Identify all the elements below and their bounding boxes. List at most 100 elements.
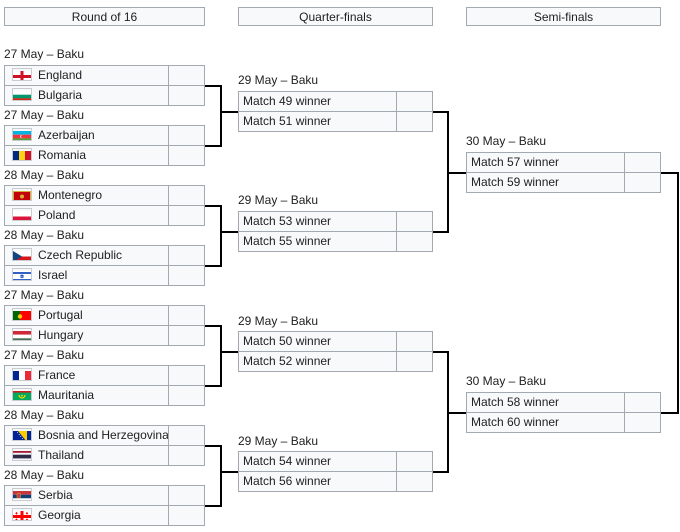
sf-team-name-cell[interactable]: Match 57 winner bbox=[467, 153, 625, 172]
qf-team-row[interactable]: Match 52 winner bbox=[238, 351, 433, 372]
team-name: Match 59 winner bbox=[471, 175, 560, 189]
r16-match-date-label: 28 May – Baku bbox=[4, 408, 85, 422]
bulgaria-flag-icon bbox=[12, 88, 32, 101]
qf-team-name-cell[interactable]: Match 50 winner bbox=[239, 332, 397, 351]
r16-team-row[interactable]: Portugal bbox=[4, 305, 205, 326]
r16-team-name-cell[interactable]: Azerbaijan bbox=[5, 126, 169, 145]
r16-team-name-cell[interactable]: Czech Republic bbox=[5, 246, 169, 265]
r16-team-row[interactable]: England bbox=[4, 65, 205, 86]
qf-team-name-cell[interactable]: Match 56 winner bbox=[239, 472, 397, 491]
sf-team-row[interactable]: Match 59 winner bbox=[466, 172, 661, 193]
r16-team-name-cell[interactable]: Georgia bbox=[5, 506, 169, 525]
r16-team-name-cell[interactable]: Mauritania bbox=[5, 386, 169, 405]
r16-team-name-cell[interactable]: Portugal bbox=[5, 306, 169, 325]
connector-line bbox=[220, 231, 238, 233]
r16-team-row[interactable]: Hungary bbox=[4, 325, 205, 346]
qf-match-date-label: 29 May – Baku bbox=[238, 193, 319, 207]
r16-team-name-cell[interactable]: Montenegro bbox=[5, 186, 169, 205]
qf-team-row[interactable]: Match 50 winner bbox=[238, 331, 433, 352]
qf-match-date-label: 29 May – Baku bbox=[238, 434, 319, 448]
r16-score-cell bbox=[169, 66, 204, 85]
czech-flag-icon bbox=[12, 248, 32, 261]
qf-team-row[interactable]: Match 54 winner bbox=[238, 451, 433, 472]
qf-team-name-cell[interactable]: Match 51 winner bbox=[239, 112, 397, 131]
connector-line bbox=[205, 205, 220, 207]
qf-team-name-cell[interactable]: Match 53 winner bbox=[239, 212, 397, 231]
sf-team-name-cell[interactable]: Match 58 winner bbox=[467, 393, 625, 412]
bosnia-flag-icon bbox=[12, 428, 32, 441]
team-name: Bosnia and Herzegovina bbox=[38, 428, 169, 442]
r16-team-row[interactable]: Serbia bbox=[4, 485, 205, 506]
team-name: Match 55 winner bbox=[243, 234, 332, 248]
team-name: Match 60 winner bbox=[471, 415, 560, 429]
r16-team-row[interactable]: Georgia bbox=[4, 505, 205, 526]
hungary-flag-icon bbox=[12, 328, 32, 341]
qf-team-row[interactable]: Match 53 winner bbox=[238, 211, 433, 232]
connector-line bbox=[205, 145, 220, 147]
team-name: Match 54 winner bbox=[243, 454, 332, 468]
qf-team-name-cell[interactable]: Match 54 winner bbox=[239, 452, 397, 471]
r16-team-name-cell[interactable]: Bulgaria bbox=[5, 86, 169, 105]
r16-team-name-cell[interactable]: Serbia bbox=[5, 486, 169, 505]
connector-line bbox=[447, 172, 466, 174]
israel-flag-icon bbox=[12, 268, 32, 281]
connector-line bbox=[677, 172, 679, 414]
qf-score-cell bbox=[397, 452, 432, 471]
r16-score-cell bbox=[169, 126, 204, 145]
qf-match-date-label: 29 May – Baku bbox=[238, 73, 319, 87]
r16-team-row[interactable]: Azerbaijan bbox=[4, 125, 205, 146]
qf-team-row[interactable]: Match 55 winner bbox=[238, 231, 433, 252]
qf-team-row[interactable]: Match 56 winner bbox=[238, 471, 433, 492]
sf-team-row[interactable]: Match 57 winner bbox=[466, 152, 661, 173]
r16-team-row[interactable]: Thailand bbox=[4, 445, 205, 466]
montenegro-flag-icon bbox=[12, 188, 32, 201]
connector-line bbox=[433, 471, 447, 473]
r16-team-row[interactable]: Bulgaria bbox=[4, 85, 205, 106]
r16-match-date-label: 28 May – Baku bbox=[4, 168, 85, 182]
sf-team-name-cell[interactable]: Match 60 winner bbox=[467, 413, 625, 432]
r16-team-row[interactable]: Israel bbox=[4, 265, 205, 286]
r16-team-row[interactable]: Czech Republic bbox=[4, 245, 205, 266]
qf-match-date-label: 29 May – Baku bbox=[238, 314, 319, 328]
r16-team-row[interactable]: Romania bbox=[4, 145, 205, 166]
connector-line bbox=[661, 172, 677, 174]
r16-team-row[interactable]: Bosnia and Herzegovina bbox=[4, 425, 205, 446]
sf-team-name-cell[interactable]: Match 59 winner bbox=[467, 173, 625, 192]
r16-team-name-cell[interactable]: Romania bbox=[5, 146, 169, 165]
connector-line bbox=[220, 325, 222, 387]
team-name: Poland bbox=[38, 208, 76, 222]
qf-team-row[interactable]: Match 51 winner bbox=[238, 111, 433, 132]
r16-score-cell bbox=[169, 206, 204, 225]
connector-line bbox=[220, 111, 238, 113]
r16-team-row[interactable]: France bbox=[4, 365, 205, 386]
qf-score-cell bbox=[397, 92, 432, 111]
qf-team-name-cell[interactable]: Match 55 winner bbox=[239, 232, 397, 251]
team-name: Match 56 winner bbox=[243, 474, 332, 488]
r16-score-cell bbox=[169, 486, 204, 505]
team-name: Hungary bbox=[38, 328, 84, 342]
qf-team-row[interactable]: Match 49 winner bbox=[238, 91, 433, 112]
team-name: Israel bbox=[38, 268, 68, 282]
r16-team-name-cell[interactable]: England bbox=[5, 66, 169, 85]
r16-team-row[interactable]: Montenegro bbox=[4, 185, 205, 206]
r16-team-name-cell[interactable]: Bosnia and Herzegovina bbox=[5, 426, 169, 445]
sf-team-row[interactable]: Match 58 winner bbox=[466, 392, 661, 413]
r16-match-date-label: 27 May – Baku bbox=[4, 288, 85, 302]
sf-team-row[interactable]: Match 60 winner bbox=[466, 412, 661, 433]
r16-team-name-cell[interactable]: Thailand bbox=[5, 446, 169, 465]
connector-line bbox=[205, 265, 220, 267]
r16-team-name-cell[interactable]: Hungary bbox=[5, 326, 169, 345]
r16-team-name-cell[interactable]: France bbox=[5, 366, 169, 385]
r16-team-name-cell[interactable]: Poland bbox=[5, 206, 169, 225]
r16-team-row[interactable]: Poland bbox=[4, 205, 205, 226]
connector-line bbox=[661, 412, 677, 414]
qf-team-name-cell[interactable]: Match 49 winner bbox=[239, 92, 397, 111]
qf-team-name-cell[interactable]: Match 52 winner bbox=[239, 352, 397, 371]
r16-team-name-cell[interactable]: Israel bbox=[5, 266, 169, 285]
r16-team-row[interactable]: Mauritania bbox=[4, 385, 205, 406]
header-quarter-finals: Quarter-finals bbox=[238, 7, 433, 26]
qf-score-cell bbox=[397, 332, 432, 351]
connector-line bbox=[205, 325, 220, 327]
r16-match-date-label: 28 May – Baku bbox=[4, 468, 85, 482]
team-name: Match 51 winner bbox=[243, 114, 332, 128]
